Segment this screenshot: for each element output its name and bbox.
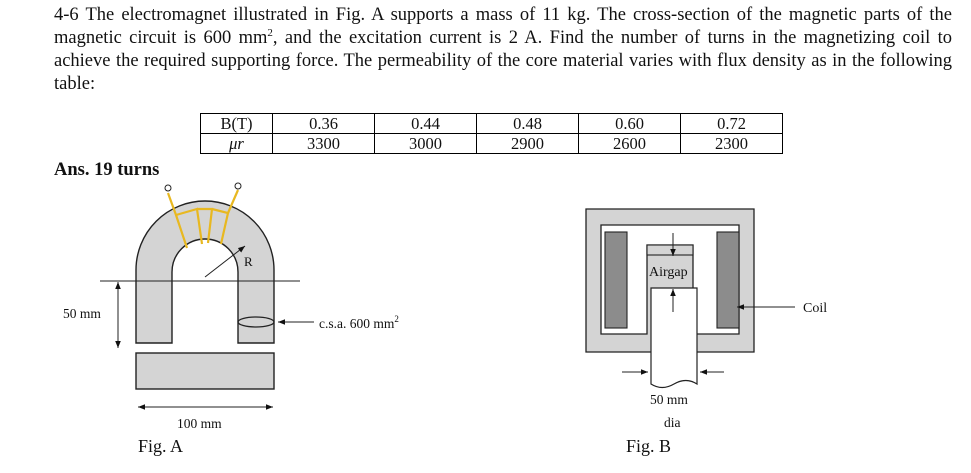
problem-statement: 4-6 The electromagnet illustrated in Fig… [54,4,952,96]
fig-a: R 50 mm 100 mm c.s.a. 600 mm2 Fig. A [63,182,399,456]
horseshoe-core [135,200,275,344]
label-height: 50 mm [63,306,101,321]
table-cell: 2300 [680,133,783,154]
table-cell: 0.44 [374,113,477,134]
plunger [650,287,698,389]
coil-left [604,231,628,329]
table-row-permeability: μr 3300 3000 2900 2600 2300 [200,133,783,154]
label-csa-sup: 2 [394,314,399,324]
problem-text-part1: The electromagnet illustrated in Fig. A … [54,5,953,48]
table-cell: 2900 [476,133,579,154]
label-csa-text: c.s.a. 600 mm [319,316,395,331]
coil-wires [166,189,240,249]
label-coil: Coil [803,301,827,316]
table-cell: 2600 [578,133,681,154]
terminal-right [234,182,242,190]
table-cell: 3000 [374,133,477,154]
table-cell: 3300 [272,133,375,154]
label-width: 100 mm [177,416,222,431]
label-r: R [244,254,253,269]
answer-text: Ans. 19 turns [54,160,160,180]
label-airgap: Airgap [649,265,688,280]
center-pole [646,244,694,256]
armature-bar [135,352,275,390]
fig-b-caption: Fig. B [626,436,671,456]
fig-a-caption: Fig. A [138,436,183,456]
radius-arrow [204,245,246,278]
label-dia: dia [664,415,681,430]
label-csa: c.s.a. 600 mm2 [319,314,399,331]
fig-b: Airgap Coil 50 mm dia Fig. B [585,208,827,456]
permeability-table: B(T) 0.36 0.44 0.48 0.60 0.72 μr 3300 30… [200,113,783,154]
coil-right [716,231,740,329]
terminal-left [164,184,172,192]
cross-section-ellipse [237,316,275,328]
label-diameter: 50 mm [650,392,688,407]
problem-number: 4-6 [54,5,79,25]
superscript-2: 2 [267,26,273,39]
table-cell: 0.48 [476,113,579,134]
table-cell: 0.60 [578,113,681,134]
table-cell: 0.72 [680,113,783,134]
problem-text-part2: , and the excitation current is 2 A. Fin… [54,28,952,94]
